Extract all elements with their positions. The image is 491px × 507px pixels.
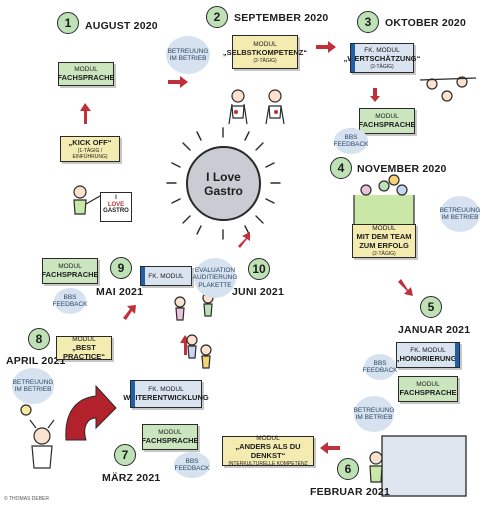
card-januar-fachsprache: MODUL FACHSPRACHE — [398, 376, 458, 402]
bubble-apr-betreuung: BETREUUNG IM BETRIEB — [12, 368, 54, 404]
step-6-circle: 6 — [337, 458, 359, 480]
step-8-label: APRIL 2021 — [6, 355, 66, 367]
credit: © THOMAS DEBER — [4, 496, 49, 502]
bubble-maerz-bbs-feedback: BBS FEEDBACK — [174, 452, 210, 478]
hearts — [234, 110, 278, 114]
bubble-evaluation: EVALUATION AUDITIERUNG PLAKETTE — [193, 258, 237, 298]
step-6-label: FEBRUAR 2021 — [310, 486, 391, 498]
card-januar-honorierung: FK. MODUL „HONORIERUNG“ — [396, 342, 460, 368]
arrow-nov-to-jan — [398, 279, 413, 296]
step-5-circle: 5 — [420, 296, 442, 318]
step-10-label: JUNI 2021 — [232, 286, 284, 298]
arrow-aug-to-sep — [168, 76, 188, 88]
step-2-label: SEPTEMBER 2020 — [234, 12, 329, 24]
step-4-circle: 4 — [330, 157, 352, 179]
card-september-selbstkompetenz: MODUL „SELBSTKOMPETENZ“ (2-TÄGIG) — [223, 35, 307, 69]
step-3-circle: 3 — [357, 11, 379, 33]
step-8-circle: 8 — [28, 328, 50, 350]
card-februar-anders-als-du-denkst: MODUL „ANDERS ALS DU DENKST“ INTERKULTUR… — [222, 435, 314, 467]
presentation-screen — [381, 435, 467, 497]
step-7-label: MÄRZ 2021 — [102, 472, 161, 484]
card-april-best-practice: MODUL „BEST PRACTICE“ — [56, 336, 112, 361]
step-1-label: AUGUST 2020 — [85, 20, 158, 32]
card-maerz-fachsprache: MODUL FACHSPRACHE — [141, 424, 199, 450]
step-9-circle: 9 — [110, 257, 132, 279]
card-mai-fk-modul: FK. MODUL — [140, 266, 192, 286]
people-figures — [20, 76, 477, 483]
bubble-mai-bbs-feedback: BBS FEEDBACK — [52, 288, 88, 314]
sun-rays — [166, 127, 281, 240]
bubble-okt-bbs-feedback: BBS FEEDBACK — [333, 128, 369, 154]
card-august-fachsprache: MODUL FACHSPRACHE — [57, 62, 115, 86]
step-7-circle: 7 — [114, 444, 136, 466]
center-line-1: I Love — [206, 169, 241, 184]
card-maerz-weiterentwicklung: FK. MODUL WEITERENTWICKLUNG — [123, 380, 209, 408]
card-mai-fachsprache: MODUL FACHSPRACHE — [41, 258, 99, 284]
step-4-label: NOVEMBER 2020 — [357, 163, 447, 175]
arrow-aug-up — [80, 103, 91, 124]
card-oktober-wertschaetzung: FK. MODUL „WERTSCHÄTZUNG“ (2-TÄGIG) — [344, 43, 420, 73]
center-i-love-gastro: I Love Gastro — [186, 146, 261, 221]
step-5-label: JANUAR 2021 — [398, 324, 471, 336]
arrow-feb-to-mar — [320, 442, 340, 454]
i-love-gastro-sign: I LOVE GASTRO — [100, 192, 132, 222]
bubble-nov-betreuung: BETREUUNG IM BETRIEB — [440, 196, 480, 232]
arrow-sep-to-okt — [316, 41, 336, 53]
step-1-circle: 1 — [57, 12, 79, 34]
card-kick-off: „KICK OFF“ (1-TÄGIG / EINFÜHRUNG) — [60, 136, 120, 162]
step-2-circle: 2 — [206, 6, 228, 28]
arrow-apr-to-mai — [123, 305, 136, 320]
big-curved-arrow — [65, 384, 117, 441]
bubble-sep-betreuung: BETREUUNG IM BETRIEB — [166, 36, 210, 74]
step-9-label: MAI 2021 — [96, 286, 144, 298]
center-line-2: Gastro — [204, 183, 243, 198]
arrow-okt-fk-down — [370, 88, 380, 102]
card-oktober-fachsprache: MODUL FACHSPRACHE — [358, 108, 416, 134]
bubble-jan-betreuung: BETREUUNG IM BETRIEB — [354, 396, 394, 432]
step-10-circle: 10 — [248, 258, 270, 280]
arrow-to-center — [238, 232, 250, 248]
step-3-label: OKTOBER 2020 — [385, 17, 466, 29]
card-november-team: MODUL MIT DEM TEAM ZUM ERFOLG (2-TÄGIG) — [352, 224, 416, 258]
bubble-jan-bbs-feedback: BBS FEEDBACK — [362, 354, 398, 380]
